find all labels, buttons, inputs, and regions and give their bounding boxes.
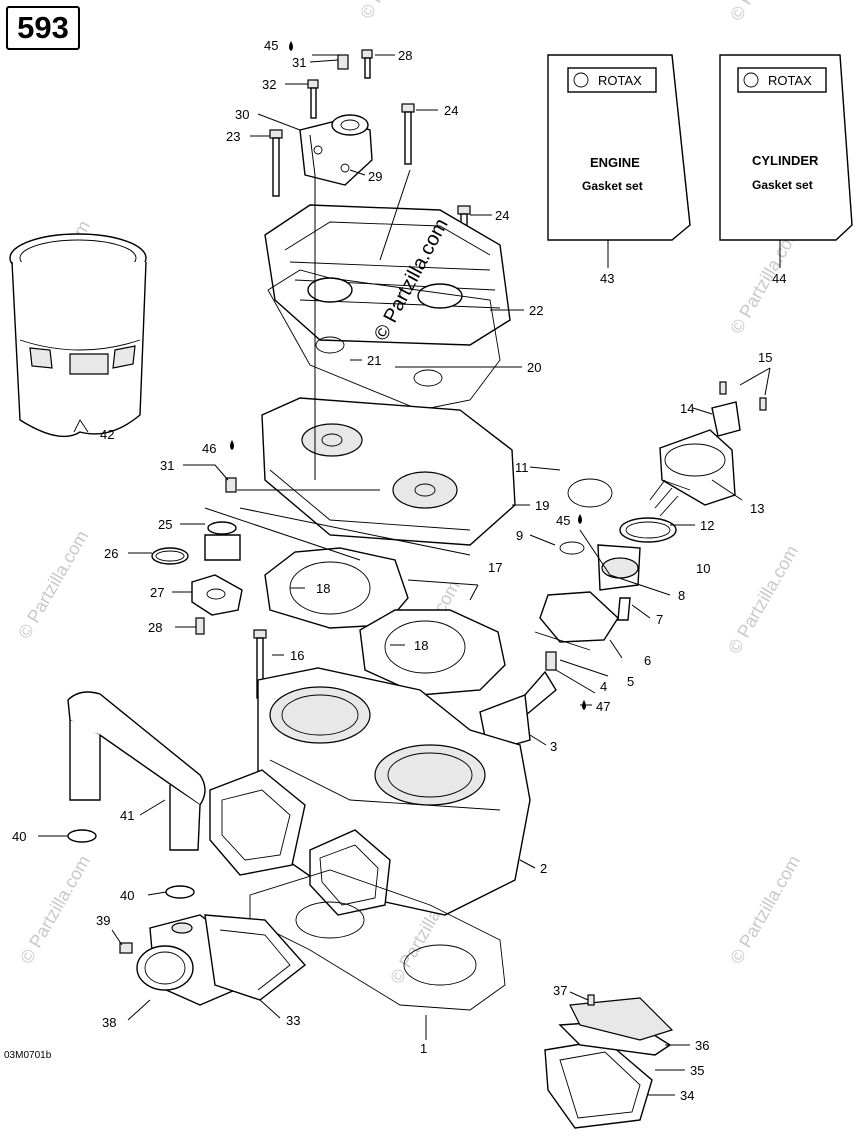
callout-2: 2 xyxy=(540,861,547,876)
callout-25: 25 xyxy=(158,517,172,532)
callout-45: 45 xyxy=(264,38,278,53)
exhaust-valve xyxy=(479,591,631,753)
callout-5: 5 xyxy=(627,674,634,689)
head-gaskets xyxy=(264,547,506,696)
book-brand: ROTAX xyxy=(598,73,642,88)
callout-7: 7 xyxy=(656,612,663,627)
watermark-tile: © Partzilla.com xyxy=(726,0,804,24)
watermark-tile: © Partzilla.com xyxy=(724,542,802,657)
cover-gasket xyxy=(267,269,501,411)
intake-silencer xyxy=(67,691,206,851)
callout-24: 24 xyxy=(444,103,458,118)
callout-18b: 18 xyxy=(414,638,428,653)
book-subtitle: Gasket set xyxy=(582,179,643,193)
callout-36: 36 xyxy=(695,1038,709,1053)
callout-30: 30 xyxy=(235,107,249,122)
callout-11: 11 xyxy=(515,460,529,475)
callout-18a: 18 xyxy=(316,581,330,596)
callout-numbers: 45 31 28 32 30 23 24 29 24 22 21 20 43 4… xyxy=(12,38,786,1103)
leader-lines xyxy=(38,54,781,1096)
callout-9: 9 xyxy=(516,528,523,543)
watermark-tile: © Partzilla.com xyxy=(14,527,92,642)
callout-4: 4 xyxy=(600,679,607,694)
callout-37: 37 xyxy=(553,983,567,998)
callout-34: 34 xyxy=(680,1088,694,1103)
callout-6: 6 xyxy=(644,653,651,668)
callout-20: 20 xyxy=(527,360,541,375)
coolant-outlet-housing xyxy=(299,114,373,186)
watermark-tile: © Partzilla.com xyxy=(356,0,434,22)
callout-15: 15 xyxy=(758,350,772,365)
watermark-tile: © Partzilla.com xyxy=(16,852,94,967)
callout-35: 35 xyxy=(690,1063,704,1078)
callout-38: 38 xyxy=(102,1015,116,1030)
drop-icon xyxy=(582,700,586,710)
callout-33: 33 xyxy=(286,1013,300,1028)
callout-10: 10 xyxy=(696,561,710,576)
cylinder-head xyxy=(261,397,516,546)
callout-17: 17 xyxy=(488,560,502,575)
callout-16: 16 xyxy=(290,648,304,663)
watermark-tile: © Partzilla.com xyxy=(726,852,804,967)
callout-12: 12 xyxy=(700,518,714,533)
callout-19: 19 xyxy=(535,498,549,513)
callout-22: 22 xyxy=(529,303,543,318)
callout-32: 32 xyxy=(262,77,276,92)
drop-icon xyxy=(230,440,234,450)
thermostat-parts xyxy=(151,521,243,635)
callout-31b: 31 xyxy=(160,458,174,473)
callout-1: 1 xyxy=(420,1041,427,1056)
engine-gasket-set-book: ROTAX ENGINE Gasket set xyxy=(547,54,691,241)
cylinder-gasket-set-book: ROTAX CYLINDER Gasket set xyxy=(719,54,853,241)
book-subtitle: Gasket set xyxy=(752,178,813,192)
callout-31: 31 xyxy=(292,55,306,70)
cylinder-head-cover xyxy=(264,204,511,346)
callout-26: 26 xyxy=(104,546,118,561)
callout-28: 28 xyxy=(398,48,412,63)
callout-8: 8 xyxy=(678,588,685,603)
drop-icons xyxy=(230,41,586,710)
page-number-box: 593 xyxy=(6,6,80,50)
book-title: CYLINDER xyxy=(752,153,819,168)
callout-29: 29 xyxy=(368,169,382,184)
reed-valve-34 xyxy=(544,994,674,1129)
drop-icon xyxy=(578,514,582,524)
reed-valve-33 xyxy=(204,914,307,1001)
callout-43: 43 xyxy=(600,271,614,286)
drop-icon xyxy=(289,41,293,51)
base-gasket xyxy=(249,869,506,1011)
callout-40b: 40 xyxy=(120,888,134,903)
cylinder-liner xyxy=(9,233,147,438)
callout-44: 44 xyxy=(772,271,786,286)
callout-45b: 45 xyxy=(556,513,570,528)
callout-41: 41 xyxy=(120,808,134,823)
book-brand: ROTAX xyxy=(768,73,812,88)
callout-14: 14 xyxy=(680,401,694,416)
callout-3: 3 xyxy=(550,739,557,754)
rave-valve-assembly xyxy=(559,381,767,591)
callout-27: 27 xyxy=(150,585,164,600)
callout-42: 42 xyxy=(100,427,114,442)
callout-28b: 28 xyxy=(148,620,162,635)
callout-40a: 40 xyxy=(12,829,26,844)
book-title: ENGINE xyxy=(590,155,640,170)
cylinder-block xyxy=(209,667,531,916)
callout-47: 47 xyxy=(596,699,610,714)
reference-code: 03M0701b xyxy=(4,1050,52,1061)
callout-46: 46 xyxy=(202,441,216,456)
plug-31 xyxy=(225,477,237,493)
callout-24b: 24 xyxy=(495,208,509,223)
callout-13: 13 xyxy=(750,501,764,516)
callout-21: 21 xyxy=(367,353,381,368)
callout-39: 39 xyxy=(96,913,110,928)
callout-23: 23 xyxy=(226,129,240,144)
